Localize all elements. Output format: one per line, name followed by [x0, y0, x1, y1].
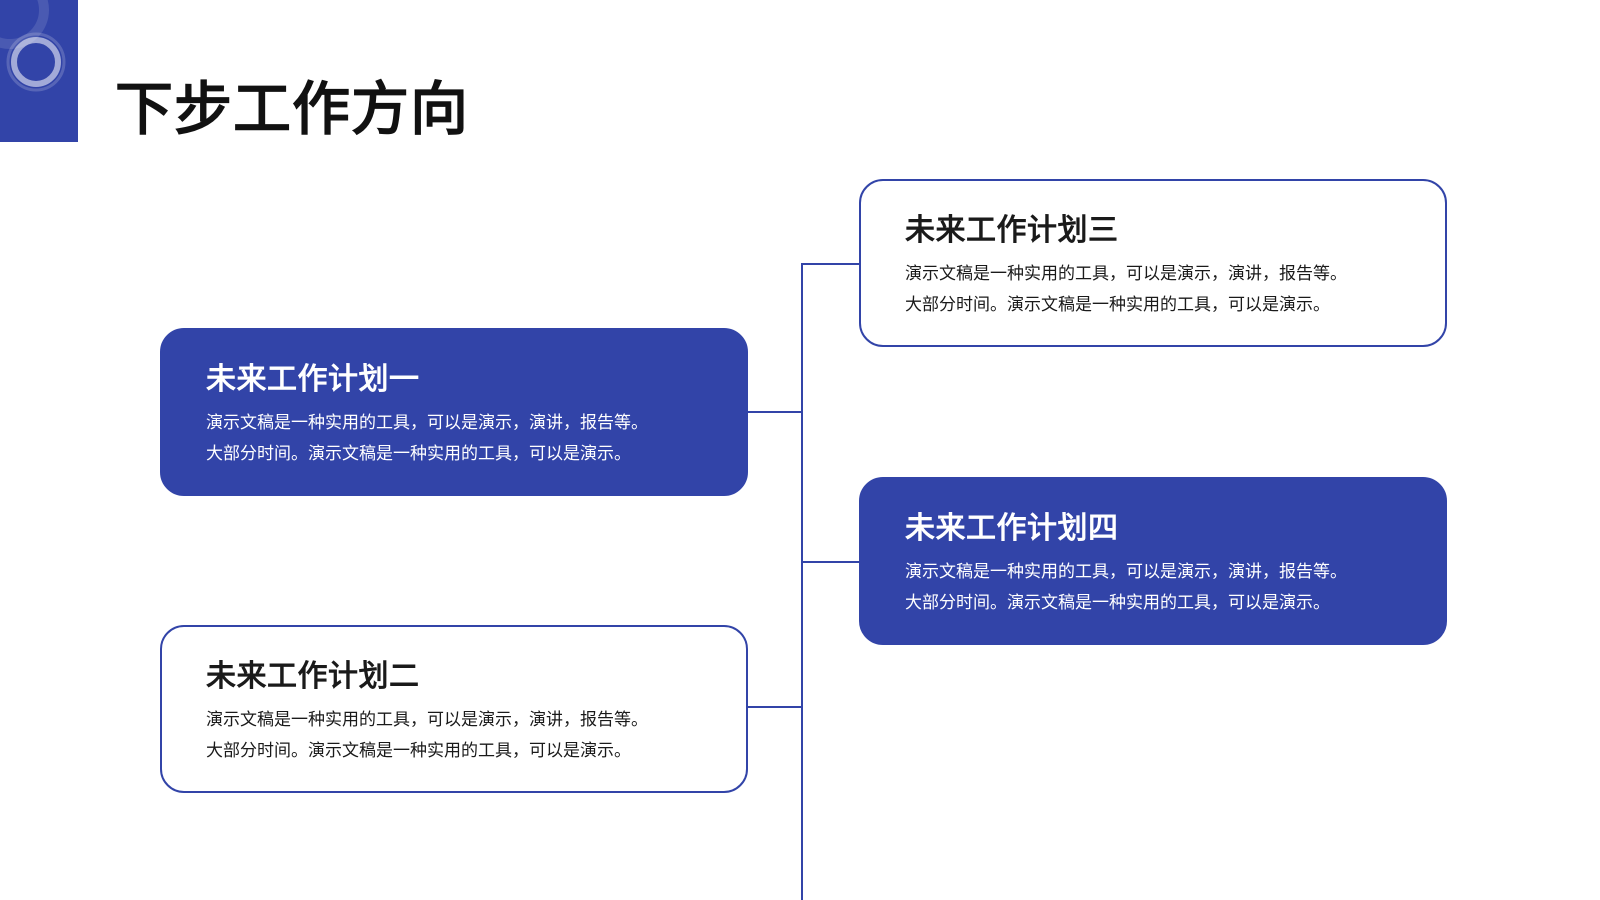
connector-branch-plan-2: [748, 706, 803, 708]
plan-card-text-line-1: 演示文稿是一种实用的工具，可以是演示，演讲，报告等。: [905, 264, 1347, 284]
connector-branch-plan-3: [801, 263, 859, 265]
plan-card-4: 未来工作计划四 演示文稿是一种实用的工具，可以是演示，演讲，报告等。 大部分时间…: [859, 477, 1447, 645]
plan-card-text-line-2: 大部分时间。演示文稿是一种实用的工具，可以是演示。: [905, 295, 1330, 315]
plan-card-text-line-1: 演示文稿是一种实用的工具，可以是演示，演讲，报告等。: [206, 413, 648, 433]
connector-trunk: [801, 263, 803, 900]
plan-card-text-line-1: 演示文稿是一种实用的工具，可以是演示，演讲，报告等。: [206, 710, 648, 730]
plan-card-text-line-2: 大部分时间。演示文稿是一种实用的工具，可以是演示。: [206, 444, 631, 464]
plan-card-text-line-1: 演示文稿是一种实用的工具，可以是演示，演讲，报告等。: [905, 562, 1347, 582]
plan-card-2: 未来工作计划二 演示文稿是一种实用的工具，可以是演示，演讲，报告等。 大部分时间…: [160, 625, 748, 793]
plan-card-title: 未来工作计划四: [905, 511, 1119, 546]
ring-decoration-icon: [0, 0, 66, 92]
connector-branch-plan-1: [748, 411, 803, 413]
connector-branch-plan-4: [801, 561, 859, 563]
plan-card-title: 未来工作计划一: [206, 362, 420, 397]
plan-card-text-line-2: 大部分时间。演示文稿是一种实用的工具，可以是演示。: [905, 593, 1330, 613]
plan-card-1: 未来工作计划一 演示文稿是一种实用的工具，可以是演示，演讲，报告等。 大部分时间…: [160, 328, 748, 496]
page-title: 下步工作方向: [115, 75, 470, 143]
corner-decoration: [0, 0, 78, 142]
plan-card-text-line-2: 大部分时间。演示文稿是一种实用的工具，可以是演示。: [206, 741, 631, 761]
plan-card-title: 未来工作计划二: [206, 659, 420, 694]
plan-card-3: 未来工作计划三 演示文稿是一种实用的工具，可以是演示，演讲，报告等。 大部分时间…: [859, 179, 1447, 347]
plan-card-title: 未来工作计划三: [905, 213, 1119, 248]
